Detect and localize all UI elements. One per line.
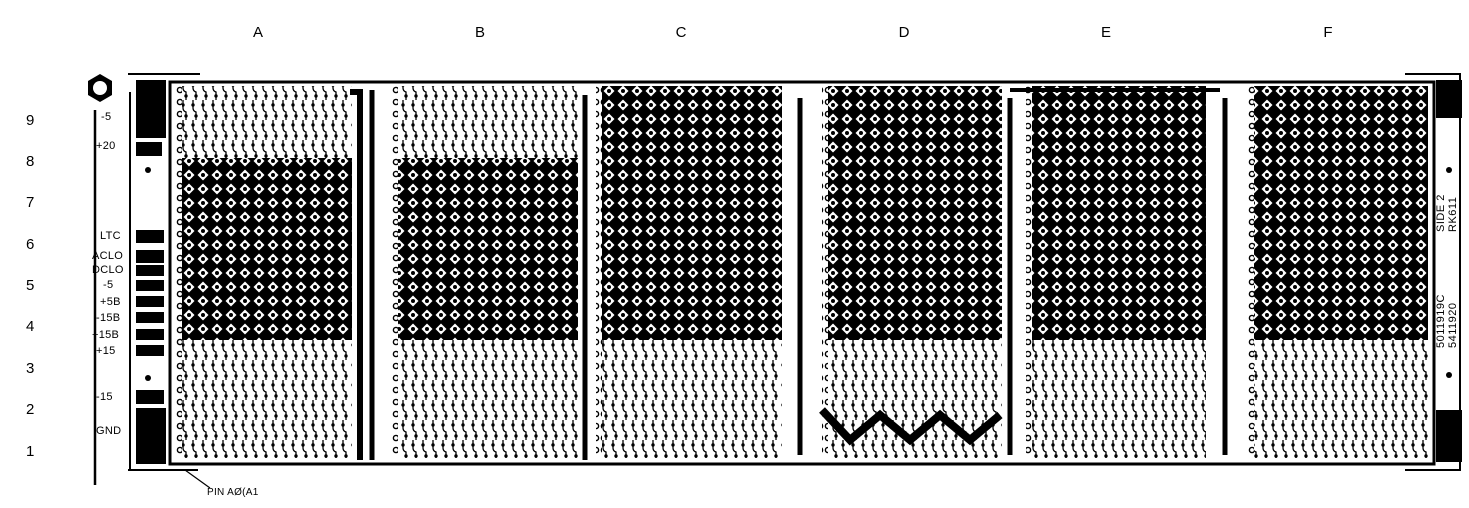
board-side-label: SIDE 2: [1435, 194, 1447, 232]
pin-label-plus20: +20: [96, 140, 116, 152]
ground-pad-top: [136, 80, 166, 138]
right-bracket: [1405, 73, 1461, 471]
pin-label-aclo: ACLO: [92, 250, 124, 262]
pin-label-ltc: LTC: [100, 230, 121, 242]
slot-d: [797, 86, 1003, 458]
row-label-2: 2: [26, 401, 35, 418]
column-label-e: E: [1100, 24, 1112, 41]
pin-label-minus5: -5: [101, 111, 112, 123]
pin-label-minus15b: -15B: [96, 312, 121, 324]
column-label-c: C: [675, 24, 687, 41]
left-bracket: [128, 73, 200, 471]
slot-f: [1222, 86, 1428, 458]
slot-c: [582, 86, 782, 460]
board-outline: [168, 80, 1436, 466]
pin-a0-leader: [184, 469, 211, 489]
column-label-b: B: [474, 24, 486, 41]
pin-label-plus5b: +5B: [100, 296, 121, 308]
pin-label-dclo: DCLO: [92, 264, 124, 276]
slot-b: [369, 86, 578, 460]
row-label-4: 4: [26, 318, 35, 335]
row-label-8: 8: [26, 153, 35, 170]
pin-label-gnd: GND: [96, 425, 122, 437]
pin-label-plus15b: +15B: [92, 329, 120, 341]
row-label-7: 7: [26, 194, 35, 211]
slot-e: [1007, 86, 1206, 458]
row-label-5: 5: [26, 277, 35, 294]
row-label-1: 1: [26, 443, 35, 460]
part-number-2: 5411920: [1447, 302, 1459, 348]
pin-a0-label: PIN AØ(A1: [207, 487, 259, 498]
column-label-f: F: [1323, 24, 1333, 41]
part-number-1: 5011919C: [1435, 294, 1447, 348]
pin-label-minus5b: -5: [103, 279, 114, 291]
column-label-a: A: [252, 24, 264, 41]
pin-label-minus15: -15: [96, 391, 113, 403]
slot-a: [176, 86, 363, 460]
ground-pad-bottom: [136, 408, 166, 464]
pin-label-plus15: +15: [96, 345, 116, 357]
board-name-label: RK611: [1447, 196, 1459, 232]
row-label-3: 3: [26, 360, 35, 377]
column-label-d: D: [898, 24, 910, 41]
row-label-6: 6: [26, 236, 35, 253]
row-label-9: 9: [26, 112, 35, 129]
